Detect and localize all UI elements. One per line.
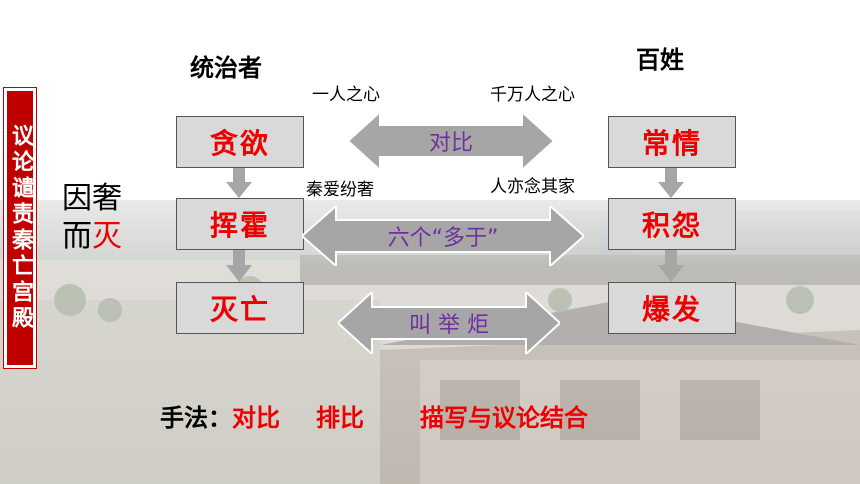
method-item-contrast: 对比 — [232, 404, 280, 432]
note-mid-left: 秦爱纷奢 — [306, 180, 374, 200]
arrow-label-contrast: 对比 — [428, 131, 473, 156]
right-box-resentment: 积怨 — [608, 198, 736, 250]
left-box-squander: 挥霍 — [176, 198, 304, 250]
cause-line-1: 因奢 — [62, 181, 122, 216]
method-label: 手法： — [160, 404, 232, 432]
method-line: 手法：对比 排比 描写与议论结合 — [160, 398, 588, 433]
note-mid-right: 人亦念其家 — [490, 177, 575, 197]
right-box-outbreak: 爆发 — [608, 282, 736, 334]
right-header: 百姓 — [636, 46, 684, 74]
arrow-label-torch: 叫 举 炬 — [409, 313, 489, 338]
side-title-banner: 议论谴责秦亡宫殿 — [3, 87, 37, 369]
note-top-right: 千万人之心 — [490, 85, 575, 105]
side-title-text: 议论谴责秦亡宫殿 — [8, 124, 33, 332]
double-arrow-contrast: 对比 — [346, 109, 556, 173]
down-arrow-icon — [226, 250, 252, 282]
arrow-label-six-more: 六个“多于” — [387, 226, 499, 251]
down-arrow-icon — [658, 168, 684, 198]
left-header: 统治者 — [190, 54, 262, 82]
down-arrow-icon — [658, 250, 684, 282]
double-arrow-torch: 叫 举 炬 — [336, 289, 562, 357]
double-arrow-six-more: 六个“多于” — [300, 203, 586, 269]
right-box-common: 常情 — [608, 116, 736, 168]
method-item-parallelism: 排比 — [316, 404, 364, 432]
down-arrow-icon — [226, 168, 252, 198]
cause-text: 因奢 而灭 — [62, 180, 122, 256]
left-box-greed: 贪欲 — [176, 116, 304, 168]
left-box-perish: 灭亡 — [176, 282, 304, 334]
method-item-description: 描写与议论结合 — [420, 404, 588, 432]
note-top-left: 一人之心 — [312, 85, 380, 105]
cause-line-2: 而灭 — [62, 219, 122, 254]
